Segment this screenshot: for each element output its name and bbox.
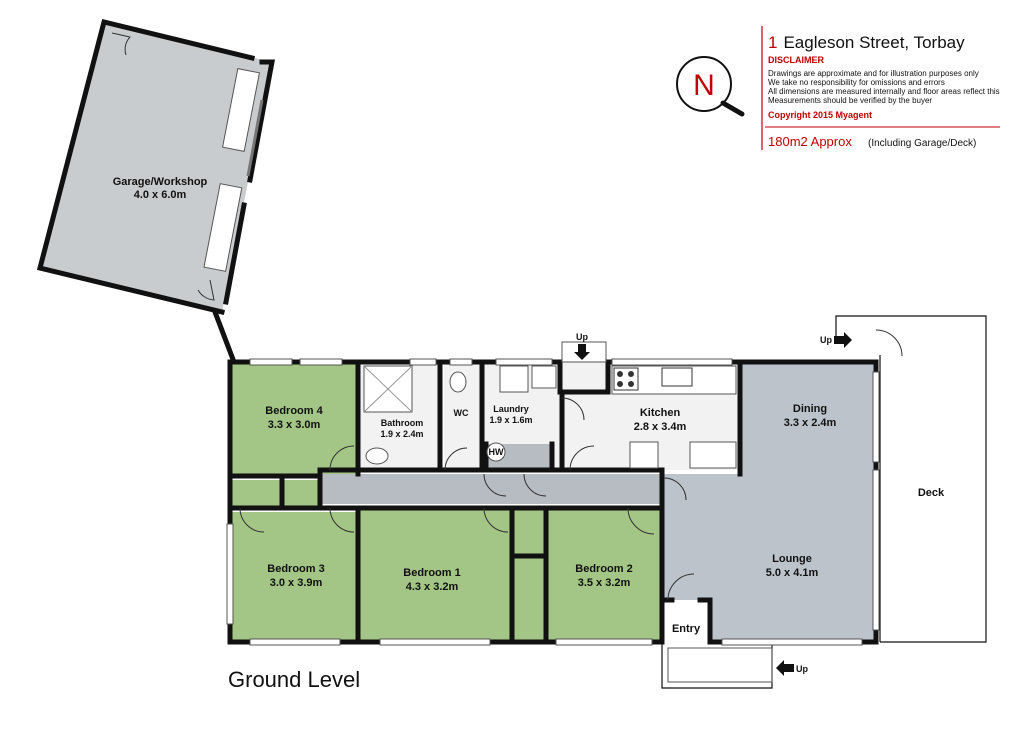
window xyxy=(721,638,863,646)
copyright: Copyright 2015 Myagent xyxy=(768,110,872,120)
stairs: Up Up Up xyxy=(561,332,852,676)
up-arrow-icon xyxy=(574,344,590,360)
disclaimer-title: DISCLAIMER xyxy=(768,55,825,65)
window xyxy=(611,358,733,366)
window xyxy=(299,358,343,366)
dining-size: 3.3 x 2.4m xyxy=(784,417,837,429)
window xyxy=(555,638,653,646)
kitchen-bench-lower xyxy=(689,441,737,469)
kitchen-name: Kitchen xyxy=(640,407,681,419)
fixtures: HW xyxy=(363,365,737,469)
hall-door xyxy=(483,473,507,497)
fridge-icon xyxy=(629,441,659,469)
garage-name: Garage/Workshop xyxy=(113,176,208,188)
wardrobe-door xyxy=(329,507,355,533)
bathroom-name: Bathroom xyxy=(381,418,424,428)
garage-area: Garage/Workshop 4.0 x 6.0m xyxy=(36,18,276,366)
window xyxy=(872,469,880,631)
kitchen-sink-icon xyxy=(661,367,693,387)
deck-door xyxy=(875,329,903,357)
vanity-basin-icon xyxy=(365,447,389,465)
window xyxy=(249,638,341,646)
window xyxy=(226,523,234,625)
window xyxy=(249,358,293,366)
bathroom-size: 1.9 x 2.4m xyxy=(380,429,423,439)
bedroom4-wardrobe xyxy=(230,480,320,508)
disclaimer-line: All dimensions are measured internally a… xyxy=(768,87,1000,96)
doors xyxy=(239,329,903,601)
bedroom4-name: Bedroom 4 xyxy=(265,405,323,417)
dining-name: Dining xyxy=(793,403,827,415)
bedroom1-name: Bedroom 1 xyxy=(403,567,460,579)
hot-water-cylinder-icon xyxy=(486,442,506,462)
laundry-name: Laundry xyxy=(493,404,529,414)
bedroom1-floor xyxy=(360,508,510,642)
hot-water-label: HW xyxy=(489,447,504,457)
garage-door xyxy=(197,279,215,301)
garage-shelf xyxy=(221,68,261,152)
bedroom4-door xyxy=(329,445,355,471)
lounge-name: Lounge xyxy=(772,553,812,565)
laundry-up-label: Up xyxy=(576,332,588,342)
total-area-note: (Including Garage/Deck) xyxy=(868,138,976,149)
bedroom1-wardrobe xyxy=(512,508,544,642)
laundry-tub-icon xyxy=(531,365,557,389)
disclaimer-line: Measurements should be verified by the b… xyxy=(768,96,932,105)
laundry-size: 1.9 x 1.6m xyxy=(489,415,532,425)
window xyxy=(872,371,880,463)
room-labels: Bedroom 4 3.3 x 3.0m Bathroom 1.9 x 2.4m… xyxy=(265,403,945,635)
bedroom2-door xyxy=(627,507,655,535)
bedroom2-name: Bedroom 2 xyxy=(575,563,632,575)
bedroom2-floor xyxy=(546,508,662,642)
garage-size: 4.0 x 6.0m xyxy=(134,189,187,201)
bedroom2-size: 3.5 x 3.2m xyxy=(578,577,631,589)
window xyxy=(449,358,473,366)
disclaimer-line: Drawings are approximate and for illustr… xyxy=(768,69,979,78)
bedroom3-door xyxy=(239,507,265,533)
entry-floor xyxy=(666,600,710,642)
wc-door xyxy=(444,447,468,471)
bedroom3-name: Bedroom 3 xyxy=(267,563,324,575)
bedroom1-size: 4.3 x 3.2m xyxy=(406,581,459,593)
bedroom4-floor xyxy=(230,362,358,474)
bedroom3-floor xyxy=(230,512,358,642)
window xyxy=(495,358,553,366)
entry-door xyxy=(667,573,695,601)
wc-name: WC xyxy=(454,408,469,418)
hall-door xyxy=(523,473,547,497)
bedroom1-door xyxy=(483,507,509,533)
deck-up-label: Up xyxy=(820,335,832,345)
total-area: 180m2 Approx xyxy=(768,134,852,149)
kitchen-size: 2.8 x 3.4m xyxy=(634,421,687,433)
windows xyxy=(226,358,880,646)
bedroom3-size: 3.0 x 3.9m xyxy=(270,577,323,589)
window xyxy=(379,638,491,646)
bedroom4-size: 3.3 x 3.0m xyxy=(268,419,321,431)
compass-north-letter: N xyxy=(693,69,715,102)
deck-name: Deck xyxy=(918,487,945,499)
laundry-door xyxy=(561,397,585,421)
entry-name: Entry xyxy=(672,623,701,635)
garage-shelf xyxy=(203,183,243,272)
garage-door xyxy=(111,32,131,56)
right-arrow-icon xyxy=(834,332,852,348)
entry-up-label: Up xyxy=(796,664,808,674)
lounge-door xyxy=(663,477,687,501)
washing-machine-icon xyxy=(499,365,529,393)
lounge-size: 5.0 x 4.1m xyxy=(766,567,819,579)
lounge-dining-floor xyxy=(662,362,876,642)
level-label: Ground Level xyxy=(228,667,360,692)
window xyxy=(409,358,437,366)
kitchen-door xyxy=(569,445,595,471)
compass-icon: N xyxy=(676,56,745,117)
toilet-icon xyxy=(449,371,467,393)
cooktop-icon xyxy=(613,367,639,391)
disclaimer-line: We take no responsibility for omissions … xyxy=(768,78,945,87)
left-arrow-icon xyxy=(776,660,794,676)
